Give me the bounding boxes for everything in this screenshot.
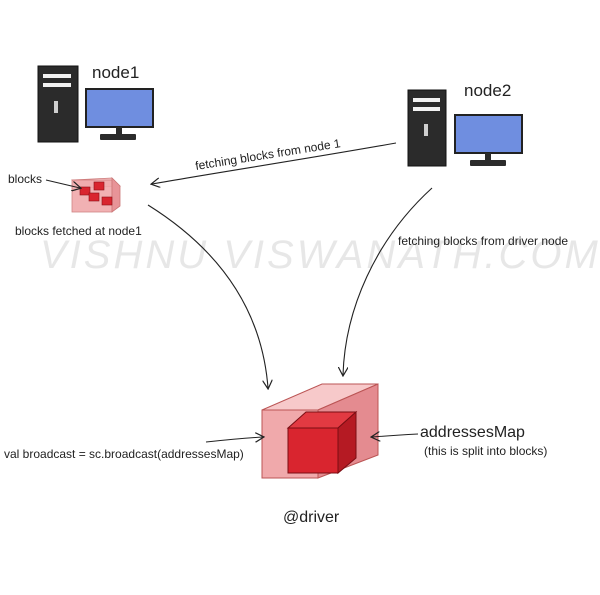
fetch-from-node1-arrow xyxy=(152,142,397,184)
addresses-map-label: addressesMap xyxy=(420,424,525,441)
watermark: VISHNU VISWANATH.COM xyxy=(40,233,600,277)
node1-label: node1 xyxy=(92,63,139,82)
fetching-node1-label: fetching blocks from node 1 xyxy=(194,136,341,173)
node2-computer xyxy=(407,89,523,167)
computer-tower-icon xyxy=(37,65,79,143)
broadcast-arrow xyxy=(205,437,263,443)
computer-tower-icon xyxy=(407,89,447,167)
monitor-icon xyxy=(85,88,154,140)
node1-to-driver-arrow xyxy=(147,204,268,388)
node1-computer xyxy=(37,65,154,143)
addresses-map-arrow xyxy=(372,434,419,437)
blocks-label: blocks xyxy=(8,172,42,186)
block-cube-icon xyxy=(71,177,121,213)
driver-label: @driver xyxy=(283,509,340,526)
node2-label: node2 xyxy=(464,81,511,100)
node2-to-driver-arrow xyxy=(343,187,433,375)
blocks-pointer-arrow xyxy=(45,179,80,188)
driver-cube-icon xyxy=(261,383,379,479)
monitor-icon xyxy=(454,114,523,166)
split-note-label: (this is split into blocks) xyxy=(424,444,547,458)
blocks-fetched-label: blocks fetched at node1 xyxy=(15,224,142,238)
fetching-driver-label: fetching blocks from driver node xyxy=(398,234,568,248)
broadcast-code-label: val broadcast = sc.broadcast(addressesMa… xyxy=(4,447,244,461)
